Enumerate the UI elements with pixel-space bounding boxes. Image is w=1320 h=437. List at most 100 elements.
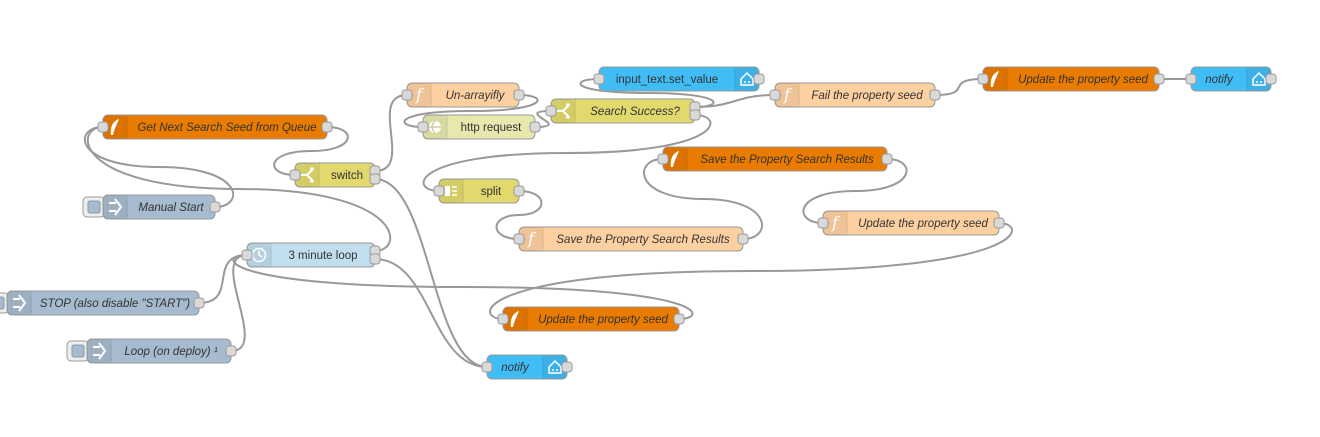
input-port[interactable] xyxy=(481,361,493,373)
output-port[interactable] xyxy=(753,73,765,85)
node-switch[interactable]: switch xyxy=(289,162,381,188)
input-port[interactable] xyxy=(241,249,253,261)
output-port[interactable] xyxy=(993,217,1005,229)
node-label: Un-arrayifly xyxy=(446,90,506,102)
node-stop[interactable]: STOP (also disable "START") xyxy=(0,290,205,316)
node-label: input_text.set_value xyxy=(616,74,718,86)
output-port[interactable] xyxy=(225,345,237,357)
feather-icon xyxy=(103,115,128,139)
output-port[interactable] xyxy=(513,185,525,197)
input-port[interactable] xyxy=(657,153,669,165)
output-port[interactable] xyxy=(673,313,685,325)
wire[interactable] xyxy=(374,258,488,368)
wire[interactable] xyxy=(643,158,763,240)
svg-text:f: f xyxy=(415,85,425,104)
input-port[interactable] xyxy=(401,89,413,101)
wire[interactable] xyxy=(495,190,543,240)
home-assistant-icon xyxy=(734,67,759,91)
output-port[interactable] xyxy=(369,173,381,185)
input-port[interactable] xyxy=(593,73,605,85)
output-port[interactable] xyxy=(689,109,701,121)
output-port[interactable] xyxy=(561,361,573,373)
output-port[interactable] xyxy=(929,89,941,101)
node-label: Fail the property seed xyxy=(811,90,923,102)
node-label: Update the property seed xyxy=(538,314,668,326)
wire[interactable] xyxy=(232,254,694,320)
feather-icon xyxy=(663,147,688,171)
input-port[interactable] xyxy=(817,217,829,229)
input-port[interactable] xyxy=(769,89,781,101)
split-icon xyxy=(439,179,464,203)
node-get-seed[interactable]: Get Next Search Seed from Queue xyxy=(97,114,333,140)
input-port[interactable] xyxy=(97,121,109,133)
switch-icon xyxy=(295,163,320,187)
node-label: notify xyxy=(501,362,530,374)
node-unarray[interactable]: f Un-arrayifly xyxy=(401,82,525,108)
node-notify-top[interactable]: notify xyxy=(1185,66,1277,92)
input-port[interactable] xyxy=(433,185,445,197)
node-three-min[interactable]: 3 minute loop xyxy=(241,242,381,268)
node-update-seed-mid[interactable]: Update the property seed xyxy=(497,306,685,332)
output-port[interactable] xyxy=(369,253,381,265)
node-notify-bottom[interactable]: notify xyxy=(481,354,573,380)
node-manual-start[interactable]: Manual Start xyxy=(82,194,221,220)
function-icon: f xyxy=(519,227,544,251)
wire[interactable] xyxy=(534,110,552,128)
wire[interactable] xyxy=(403,94,539,128)
node-loop-deploy[interactable]: Loop (on deploy) ¹ xyxy=(66,338,237,364)
wire[interactable] xyxy=(802,158,908,224)
output-port[interactable] xyxy=(737,233,749,245)
wire[interactable] xyxy=(934,78,984,96)
home-assistant-icon xyxy=(1246,67,1271,91)
node-split[interactable]: split xyxy=(433,178,525,204)
node-label: STOP (also disable "START") xyxy=(40,298,190,310)
output-port[interactable] xyxy=(529,121,541,133)
output-port[interactable] xyxy=(193,297,205,309)
wire[interactable] xyxy=(694,94,776,108)
wire[interactable] xyxy=(273,126,349,176)
wire[interactable] xyxy=(579,78,715,108)
output-port[interactable] xyxy=(1153,73,1165,85)
wire[interactable] xyxy=(374,94,408,172)
node-save-results-orange[interactable]: Save the Property Search Results xyxy=(657,146,893,172)
input-port[interactable] xyxy=(1185,73,1197,85)
wire[interactable] xyxy=(230,254,248,352)
inject-button-square xyxy=(71,344,85,358)
input-port[interactable] xyxy=(513,233,525,245)
input-port[interactable] xyxy=(289,169,301,181)
node-search-success[interactable]: Search Success? xyxy=(545,98,701,124)
node-label: split xyxy=(481,186,502,198)
wire[interactable] xyxy=(489,222,1013,320)
wire[interactable] xyxy=(86,126,392,252)
home-assistant-icon xyxy=(542,355,567,379)
wire[interactable] xyxy=(83,126,235,208)
node-label: Loop (on deploy) ¹ xyxy=(124,346,218,358)
inject-button-square xyxy=(87,200,101,214)
input-port[interactable] xyxy=(977,73,989,85)
output-port[interactable] xyxy=(881,153,893,165)
node-update-seed-top[interactable]: Update the property seed xyxy=(977,66,1165,92)
wire[interactable] xyxy=(198,254,248,304)
wire[interactable] xyxy=(374,178,488,368)
inject-arrow-icon xyxy=(7,291,32,315)
node-input-text[interactable]: input_text.set_value xyxy=(593,66,765,92)
node-label: Save the Property Search Results xyxy=(700,154,873,166)
input-port[interactable] xyxy=(417,121,429,133)
node-label: notify xyxy=(1205,74,1234,86)
node-http[interactable]: http request xyxy=(417,114,541,140)
input-port[interactable] xyxy=(497,313,509,325)
output-port[interactable] xyxy=(1265,73,1277,85)
node-label: Update the property seed xyxy=(858,218,988,230)
wire[interactable] xyxy=(422,114,712,192)
output-port[interactable] xyxy=(209,201,221,213)
output-port[interactable] xyxy=(321,121,333,133)
input-port[interactable] xyxy=(545,105,557,117)
node-label: Manual Start xyxy=(138,202,204,214)
output-port[interactable] xyxy=(513,89,525,101)
svg-text:f: f xyxy=(527,229,537,248)
